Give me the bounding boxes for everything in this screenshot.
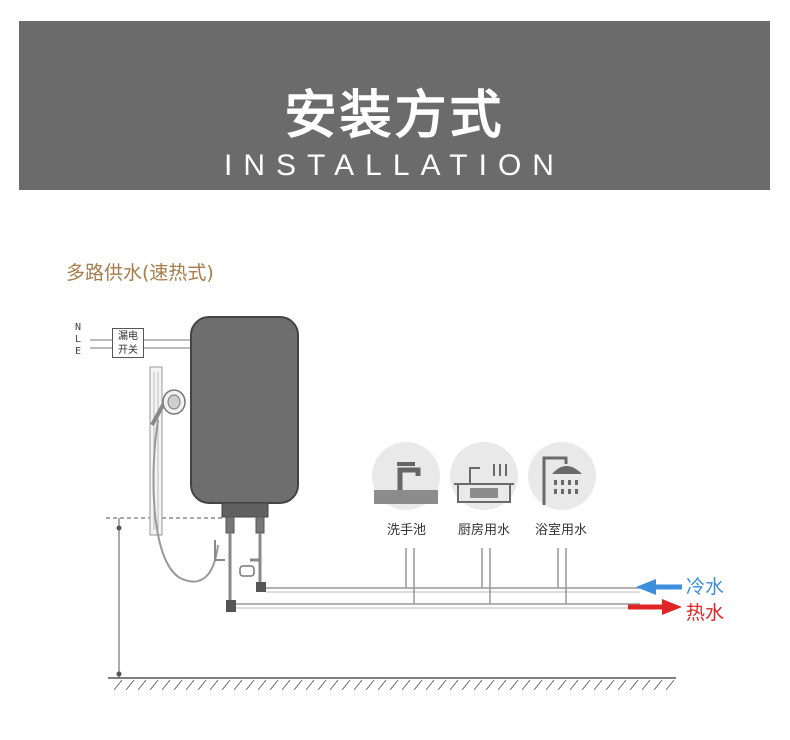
power-wire bbox=[90, 339, 192, 349]
leakage-switch: 漏电 开关 bbox=[112, 328, 144, 358]
leakage-switch-label-line1: 漏电 bbox=[118, 331, 138, 342]
hot-water-label: 热水 bbox=[686, 602, 725, 624]
hand-shower-icon bbox=[150, 389, 186, 426]
shower-icon bbox=[528, 442, 596, 510]
cold-water-arrow-icon bbox=[636, 579, 682, 595]
cold-water-pipe bbox=[266, 587, 640, 593]
banner-title: 安装方式 bbox=[284, 86, 505, 146]
power-line-e: E bbox=[74, 346, 82, 357]
faucet-icon bbox=[372, 442, 440, 510]
cold-water-label: 冷水 bbox=[686, 576, 725, 598]
outlet-label-basin: 洗手池 bbox=[387, 523, 427, 538]
header-banner: 安装方式 INSTALLATION bbox=[19, 21, 770, 190]
ground-line bbox=[108, 677, 676, 691]
banner-subtitle: INSTALLATION bbox=[224, 149, 565, 182]
outlet-label-bathroom: 浴室用水 bbox=[535, 523, 588, 538]
power-line-n: N bbox=[74, 322, 82, 333]
leakage-switch-label-line2: 开关 bbox=[118, 345, 138, 356]
hot-water-pipe bbox=[236, 603, 640, 609]
hot-water-arrow-icon bbox=[628, 599, 682, 615]
power-line-l: L bbox=[74, 334, 82, 345]
outlet-risers bbox=[405, 548, 567, 604]
outlet-label-kitchen: 厨房用水 bbox=[458, 523, 511, 538]
shower-hose bbox=[152, 419, 219, 583]
heater-piping bbox=[214, 533, 266, 612]
water-heater bbox=[190, 316, 299, 534]
shower-rail bbox=[149, 366, 163, 536]
height-dimension-line bbox=[106, 517, 222, 678]
section-title: 多路供水(速热式) bbox=[66, 262, 214, 284]
kitchen-sink-icon bbox=[450, 442, 518, 510]
power-line-labels: N L E bbox=[73, 322, 83, 358]
